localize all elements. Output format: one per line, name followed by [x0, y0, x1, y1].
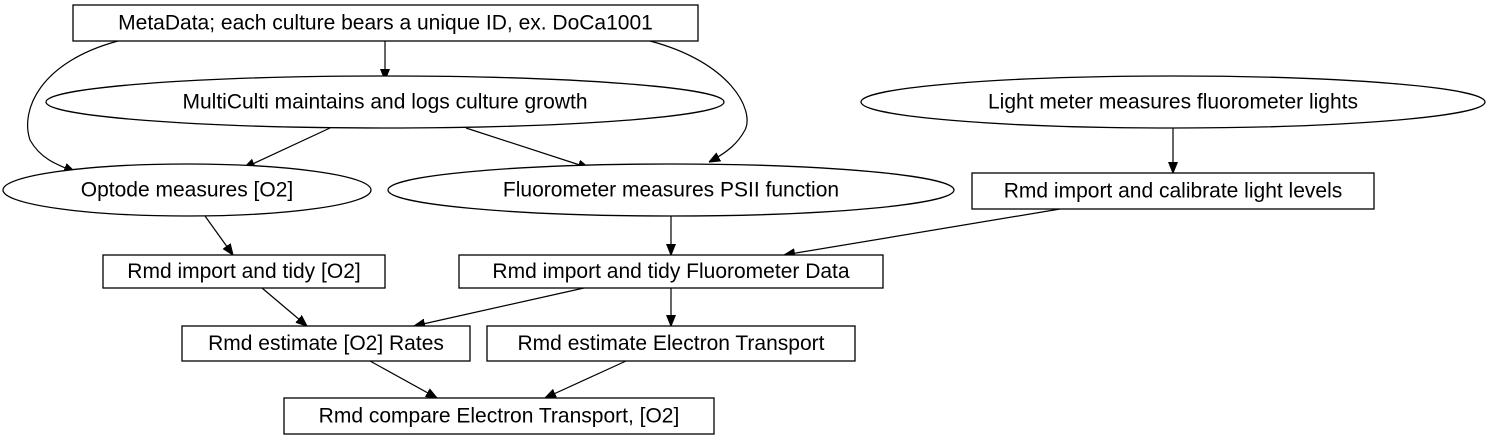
node-optode-ellipse — [2, 163, 372, 217]
node-multiculti: MultiCulti maintains and logs culture gr… — [45, 75, 725, 129]
node-rmd-calibrate-label: Rmd import and calibrate light levels — [1004, 180, 1342, 203]
edge-metadata-to-fluorometer — [649, 40, 748, 162]
edge-calibrate-to-tidy-fluoro — [784, 208, 1061, 255]
edges-layer — [27, 40, 1173, 398]
node-rmd-o2-rates-box — [181, 325, 471, 362]
node-rmd-tidy-fluoro-label: Rmd import and tidy Fluorometer Data — [492, 260, 849, 283]
edge-optode-to-tidy-o2 — [204, 215, 233, 255]
node-rmd-tidy-o2: Rmd import and tidy [O2] — [102, 254, 386, 289]
node-optode-label: Optode measures [O2] — [81, 179, 293, 202]
node-fluorometer-label: Fluorometer measures PSII function — [503, 179, 839, 202]
node-metadata-box — [72, 4, 699, 42]
edge-metadata-to-optode — [27, 40, 119, 173]
node-fluorometer-ellipse — [387, 163, 955, 217]
node-multiculti-label: MultiCulti maintains and logs culture gr… — [182, 91, 587, 114]
edge-o2-rates-to-compare — [369, 360, 437, 398]
edge-multiculti-to-optode — [244, 127, 331, 168]
node-rmd-o2-rates-label: Rmd estimate [O2] Rates — [208, 332, 444, 355]
node-lightmeter: Light meter measures fluorometer lights — [860, 75, 1486, 129]
node-rmd-calibrate: Rmd import and calibrate light levels — [971, 172, 1375, 210]
node-rmd-electron: Rmd estimate Electron Transport — [486, 325, 856, 362]
node-rmd-electron-box — [486, 325, 856, 362]
node-metadata: MetaData; each culture bears a unique ID… — [72, 4, 699, 42]
node-rmd-electron-label: Rmd estimate Electron Transport — [518, 332, 825, 355]
node-multiculti-ellipse — [45, 75, 725, 129]
node-rmd-tidy-o2-label: Rmd import and tidy [O2] — [127, 260, 360, 283]
node-rmd-calibrate-box — [971, 172, 1375, 210]
edge-multiculti-to-fluorometer — [465, 127, 589, 168]
node-rmd-tidy-fluoro-box — [458, 254, 884, 289]
nodes-layer: MetaData; each culture bears a unique ID… — [2, 4, 1486, 435]
node-lightmeter-label: Light meter measures fluorometer lights — [988, 91, 1358, 114]
node-rmd-tidy-fluoro: Rmd import and tidy Fluorometer Data — [458, 254, 884, 289]
node-rmd-compare-label: Rmd compare Electron Transport, [O2] — [319, 405, 680, 428]
node-metadata-label: MetaData; each culture bears a unique ID… — [118, 12, 653, 35]
node-optode: Optode measures [O2] — [2, 163, 372, 217]
edge-tidy-o2-to-o2-rates — [261, 287, 307, 326]
edge-tidy-fluoro-to-o2-rates — [414, 287, 585, 326]
node-rmd-o2-rates: Rmd estimate [O2] Rates — [181, 325, 471, 362]
node-lightmeter-ellipse — [860, 75, 1486, 129]
node-rmd-compare-box — [283, 397, 715, 435]
edge-electron-to-compare — [545, 360, 627, 398]
node-fluorometer: Fluorometer measures PSII function — [387, 163, 955, 217]
node-rmd-compare: Rmd compare Electron Transport, [O2] — [283, 397, 715, 435]
node-rmd-tidy-o2-box — [102, 254, 386, 289]
